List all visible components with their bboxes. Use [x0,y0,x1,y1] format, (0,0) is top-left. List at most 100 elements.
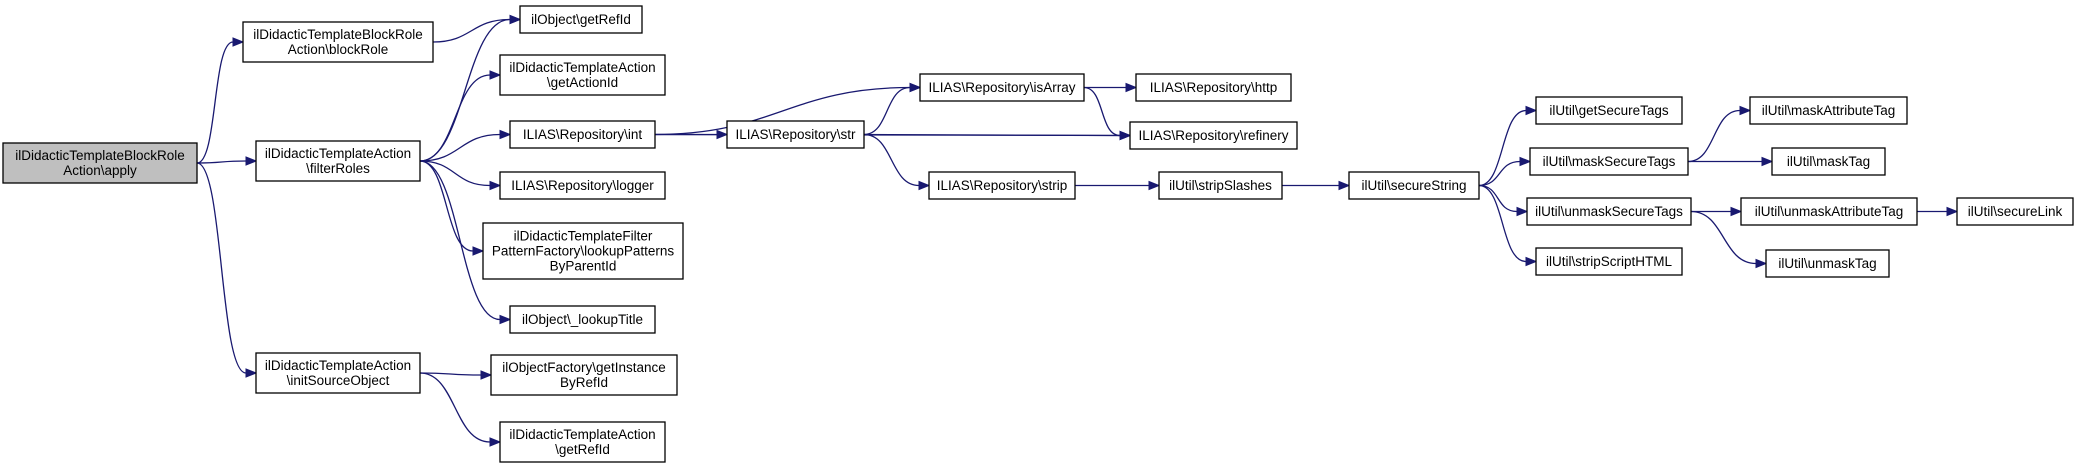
node-unmaskSecureTags[interactable]: ilUtil\unmaskSecureTags [1526,197,1692,226]
node-unmaskTag[interactable]: ilUtil\unmaskTag [1765,249,1890,278]
node-label-getActionId: \getActionId [547,75,618,90]
node-box-stripScriptHTML[interactable] [1535,247,1683,276]
node-box-secureLink[interactable] [1956,197,2074,226]
node-label-blockRole: ilDidacticTemplateBlockRole [253,27,423,42]
node-box-maskTag[interactable] [1771,147,1886,176]
edges-layer [196,14,1959,447]
node-getSecureTags[interactable]: ilUtil\getSecureTags [1535,96,1683,125]
node-box-logger[interactable] [499,171,666,200]
node-box-unmaskSecureTags[interactable] [1526,197,1692,226]
node-filterRoles[interactable]: ilDidacticTemplateAction\filterRoles [255,140,421,182]
node-label-filterRoles: \filterRoles [306,161,370,176]
edge-filterRoles-to-repoInt [419,133,501,162]
node-box-actionGetRefId[interactable] [499,421,666,463]
node-box-repoStrip[interactable] [928,171,1076,200]
node-box-maskAttributeTag[interactable] [1749,96,1908,125]
node-box-getRefId[interactable] [519,5,643,34]
node-blockRole[interactable]: ilDidacticTemplateBlockRoleAction\blockR… [242,21,434,63]
node-box-unmaskTag[interactable] [1765,249,1890,278]
node-label-maskSecureTags: ilUtil\maskSecureTags [1543,154,1676,169]
edge-repoStr-to-refinery [863,133,1121,137]
node-repoInt[interactable]: ILIAS\Repository\int [509,120,656,149]
node-actionGetRefId[interactable]: ilDidacticTemplateAction\getRefId [499,421,666,463]
node-label-blockRole: Action\blockRole [288,42,389,57]
node-unmaskAttributeTag[interactable]: ilUtil\unmaskAttributeTag [1740,197,1918,226]
node-lookupTitle[interactable]: ilObject\_lookupTitle [509,305,656,334]
node-label-filterRoles: ilDidacticTemplateAction [265,146,411,161]
node-box-http[interactable] [1135,73,1292,102]
edge-arrowhead-filterRoles-to-repoInt [499,129,512,140]
node-label-maskAttributeTag: ilUtil\maskAttributeTag [1762,103,1896,118]
node-secureLink[interactable]: ilUtil\secureLink [1956,197,2074,226]
edge-arrowhead-filterRoles-to-getActionId [489,70,502,80]
node-secureString[interactable]: ilUtil\secureString [1348,171,1480,200]
edge-arrowhead-repoStrip-to-stripSlashes [1148,180,1161,191]
node-label-actionGetRefId: ilDidacticTemplateAction [509,427,655,442]
node-label-logger: ILIAS\Repository\logger [511,178,654,193]
node-label-actionGetRefId: \getRefId [555,442,610,457]
edge-repoInt-to-isArray [654,86,911,136]
edge-secureString-to-maskSecureTags [1478,160,1521,187]
node-maskSecureTags[interactable]: ilUtil\maskSecureTags [1529,147,1689,176]
node-box-isArray[interactable] [919,73,1085,102]
node-logger[interactable]: ILIAS\Repository\logger [499,171,666,200]
node-box-lookupTitle[interactable] [509,305,656,334]
node-maskTag[interactable]: ilUtil\maskTag [1771,147,1886,176]
node-maskAttributeTag[interactable]: ilUtil\maskAttributeTag [1749,96,1908,125]
node-box-apply[interactable] [2,142,198,184]
edge-filterRoles-to-lookupTitle [419,160,501,321]
node-label-isArray: ILIAS\Repository\isArray [928,80,1075,95]
node-box-secureString[interactable] [1348,171,1480,200]
edge-secureString-to-getSecureTags [1478,109,1527,187]
edge-arrowhead-repoStr-to-isArray [909,82,922,93]
edge-arrowhead-initSourceObject-to-actionGetRefId [489,437,502,447]
node-label-apply: Action\apply [63,163,137,178]
node-stripScriptHTML[interactable]: ilUtil\stripScriptHTML [1535,247,1683,276]
node-label-repoStr: ILIAS\Repository\str [735,127,856,142]
node-stripSlashes[interactable]: ilUtil\stripSlashes [1158,171,1283,200]
node-box-unmaskAttributeTag[interactable] [1740,197,1918,226]
node-initSourceObject[interactable]: ilDidacticTemplateAction\initSourceObjec… [255,352,421,394]
edge-arrowhead-secureString-to-getSecureTags [1525,105,1538,116]
edge-arrowhead-apply-to-filterRoles [245,156,258,166]
edge-arrowhead-secureString-to-maskSecureTags [1519,156,1532,167]
node-box-lookupPatterns[interactable] [482,222,684,280]
node-isArray[interactable]: ILIAS\Repository\isArray [919,73,1085,102]
node-label-initSourceObject: ilDidacticTemplateAction [265,358,411,373]
node-refinery[interactable]: ILIAS\Repository\refinery [1129,121,1298,150]
node-getActionId[interactable]: ilDidacticTemplateAction\getActionId [499,54,666,96]
node-box-filterRoles[interactable] [255,140,421,182]
node-http[interactable]: ILIAS\Repository\http [1135,73,1292,102]
node-label-repoInt: ILIAS\Repository\int [523,127,643,142]
node-label-lookupPatterns: ilDidacticTemplateFilter [514,229,653,244]
node-box-initSourceObject[interactable] [255,352,421,394]
edge-arrowhead-filterRoles-to-logger [489,180,502,191]
node-getRefId[interactable]: ilObject\getRefId [519,5,643,34]
node-label-lookupPatterns: ByParentId [550,259,617,274]
edge-filterRoles-to-getActionId [419,74,491,162]
node-box-refinery[interactable] [1129,121,1298,150]
edge-arrowhead-secureString-to-stripScriptHTML [1525,256,1538,267]
edge-arrowhead-isArray-to-http [1125,82,1138,93]
node-label-lookupTitle: ilObject\_lookupTitle [522,312,643,327]
node-lookupPatterns[interactable]: ilDidacticTemplateFilterPatternFactory\l… [482,222,684,280]
node-box-repoInt[interactable] [509,120,656,149]
edge-initSourceObject-to-getInstance [419,372,482,376]
node-repoStr[interactable]: ILIAS\Repository\str [726,120,865,149]
node-label-unmaskAttributeTag: ilUtil\unmaskAttributeTag [1755,204,1904,219]
node-box-getInstance[interactable] [490,354,678,396]
node-label-getInstance: ByRefId [560,375,608,390]
edge-arrowhead-apply-to-initSourceObject [245,368,258,378]
node-box-blockRole[interactable] [242,21,434,63]
node-repoStrip[interactable]: ILIAS\Repository\strip [928,171,1076,200]
node-box-maskSecureTags[interactable] [1529,147,1689,176]
edge-maskSecureTags-to-maskAttributeTag [1687,109,1741,163]
edge-arrowhead-filterRoles-to-getRefId [509,14,522,25]
node-box-stripSlashes[interactable] [1158,171,1283,200]
node-box-getActionId[interactable] [499,54,666,96]
node-box-getSecureTags[interactable] [1535,96,1683,125]
edge-arrowhead-maskSecureTags-to-maskTag [1761,156,1774,167]
node-box-repoStr[interactable] [726,120,865,149]
